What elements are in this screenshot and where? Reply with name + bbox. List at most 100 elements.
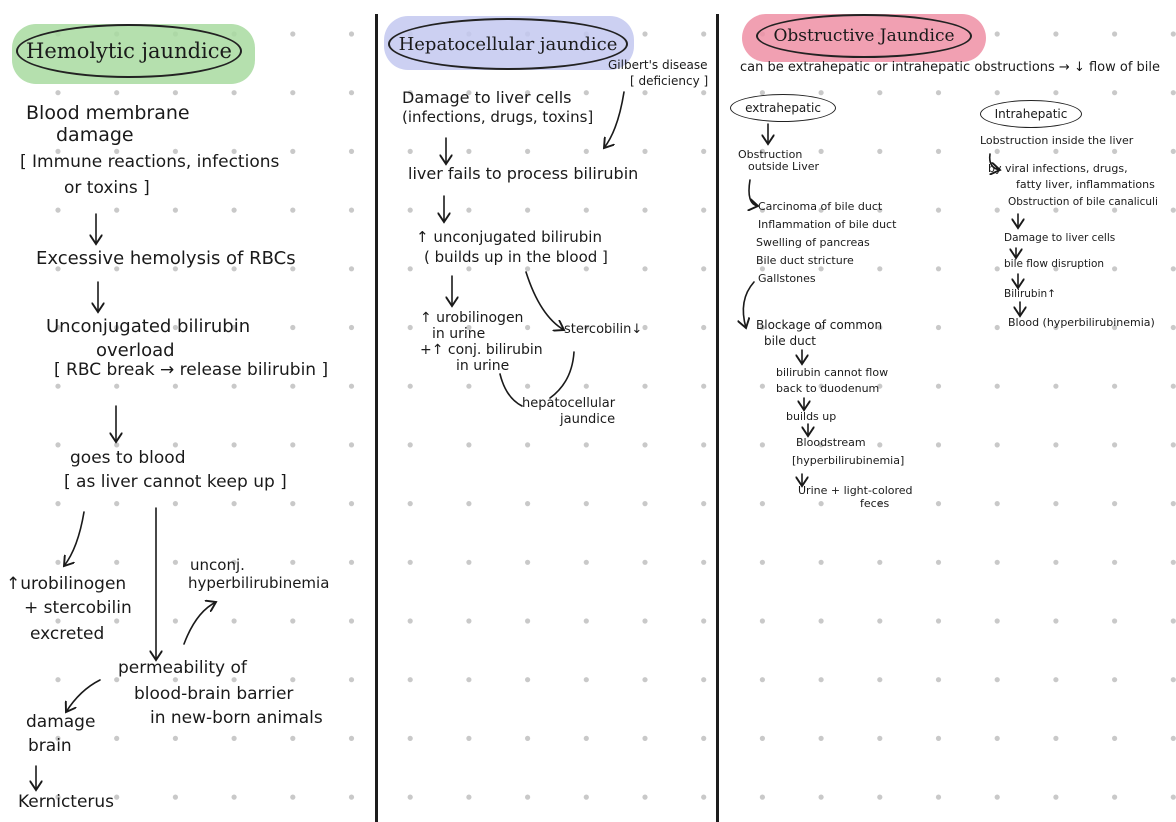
grid-dot <box>935 442 942 448</box>
grid-dot <box>466 383 472 389</box>
grid-dot <box>1112 677 1118 683</box>
grid-dot <box>1053 31 1059 37</box>
grid-dot <box>583 618 589 624</box>
grid-dot <box>759 383 766 389</box>
grid-dot <box>818 618 824 624</box>
grid-dot <box>407 90 413 96</box>
grid-dot <box>466 207 472 213</box>
grid-dot <box>935 677 942 683</box>
bilirubin-increase-text: Bilirubin↑ <box>1004 288 1056 300</box>
grid-dot <box>290 559 296 565</box>
grid-dot <box>290 442 296 448</box>
grid-dot <box>759 677 766 683</box>
grid-dot <box>114 442 120 448</box>
grid-dot <box>290 266 296 272</box>
grid-dot <box>466 735 472 742</box>
liver-fails-text: liver fails to process bilirubin <box>408 164 639 183</box>
blockage-line2: bile duct <box>764 334 817 348</box>
gilbert-line2: [ deficiency ] <box>630 74 709 88</box>
grid-dot <box>877 90 883 96</box>
damage-causes-text: (infections, drugs, toxins] <box>402 108 594 126</box>
grid-dot <box>583 559 589 565</box>
grid-dot <box>818 501 824 507</box>
grid-dot <box>1112 324 1118 331</box>
obstructive-title: Obstructive Jaundice <box>756 14 972 58</box>
grid-dot <box>55 442 61 448</box>
grid-dot <box>642 324 648 331</box>
blood-membrane-text: Blood membrane <box>26 102 190 124</box>
grid-dot <box>231 383 237 389</box>
grid-dot <box>525 794 531 800</box>
column-divider-right <box>716 14 719 822</box>
grid-dot <box>642 794 648 800</box>
liver-cannot-text: [ as liver cannot keep up ] <box>64 472 287 492</box>
hemolytic-title: Hemolytic jaundice <box>16 24 242 78</box>
grid-dot <box>583 735 589 742</box>
grid-dot <box>231 442 237 448</box>
hyperbilirubinemia-bracket: [hyperbilirubinemia] <box>792 454 905 467</box>
grid-dot <box>466 442 472 448</box>
grid-dot <box>407 501 413 507</box>
grid-dot <box>701 90 707 96</box>
grid-dot <box>348 442 355 448</box>
grid-dot <box>1053 618 1059 624</box>
grid-dot <box>525 207 531 213</box>
grid-dot <box>348 207 355 213</box>
grid-dot <box>994 559 1000 565</box>
grid-dot <box>231 207 237 213</box>
grid-dot <box>701 442 707 448</box>
bloodstream-text: Bloodstream <box>796 436 866 449</box>
grid-dot <box>935 794 942 800</box>
grid-dot <box>348 383 355 389</box>
grid-dot <box>1170 90 1176 96</box>
obstruction-outside-line1: Obstruction <box>738 148 803 161</box>
grid-dot <box>994 324 1000 331</box>
grid-dot <box>701 677 707 683</box>
grid-dot <box>583 90 589 96</box>
grid-dot <box>583 324 589 331</box>
grid-dot <box>994 677 1000 683</box>
grid-dot <box>1112 90 1118 96</box>
grid-dot <box>55 794 61 800</box>
grid-dot <box>1053 266 1059 272</box>
grid-dot <box>701 324 707 331</box>
grid-dot <box>55 677 61 683</box>
grid-dot <box>994 735 1000 742</box>
grid-dot <box>1053 735 1059 742</box>
grid-dot <box>172 442 178 448</box>
blockage-line1: Blockage of common <box>756 318 883 332</box>
in-urine-1: in urine <box>432 326 486 342</box>
grid-dot <box>1170 383 1176 389</box>
grid-dot <box>1170 559 1176 565</box>
grid-dot <box>348 735 355 742</box>
intra-causes-line1: by viral infections, drugs, <box>988 162 1128 175</box>
grid-dot <box>994 148 1000 154</box>
grid-dot <box>935 207 942 213</box>
canaliculi-text: Obstruction of bile canaliculi <box>1008 196 1158 208</box>
unconj-short-text: unconj. <box>190 556 245 574</box>
grid-dot <box>55 207 61 213</box>
grid-dot <box>407 618 413 624</box>
grid-dot <box>407 559 413 565</box>
grid-dot <box>525 324 531 331</box>
grid-dot <box>348 90 355 96</box>
urobilinogen-text-2: ↑ urobilinogen <box>420 310 524 326</box>
grid-dot <box>55 90 61 96</box>
grid-dot <box>290 383 296 389</box>
grid-dot <box>407 677 413 683</box>
grid-dot <box>466 794 472 800</box>
grid-dot <box>1112 148 1118 154</box>
bile-flow-disruption-text: bile flow disruption <box>1004 258 1105 270</box>
unconjugated-line2: overload <box>96 340 175 361</box>
grid-dot <box>1170 677 1176 683</box>
grid-dot <box>114 207 120 213</box>
newborn-text: in new-born animals <box>150 708 323 728</box>
grid-dot <box>994 31 1000 37</box>
unconj-line1: ↑ unconjugated bilirubin <box>416 228 602 246</box>
grid-dot <box>231 677 237 683</box>
grid-dot <box>1112 501 1118 507</box>
grid-dot <box>172 324 178 331</box>
cause-item: Swelling of pancreas <box>756 236 870 249</box>
grid-dot <box>172 383 178 389</box>
grid-dot <box>642 207 648 213</box>
